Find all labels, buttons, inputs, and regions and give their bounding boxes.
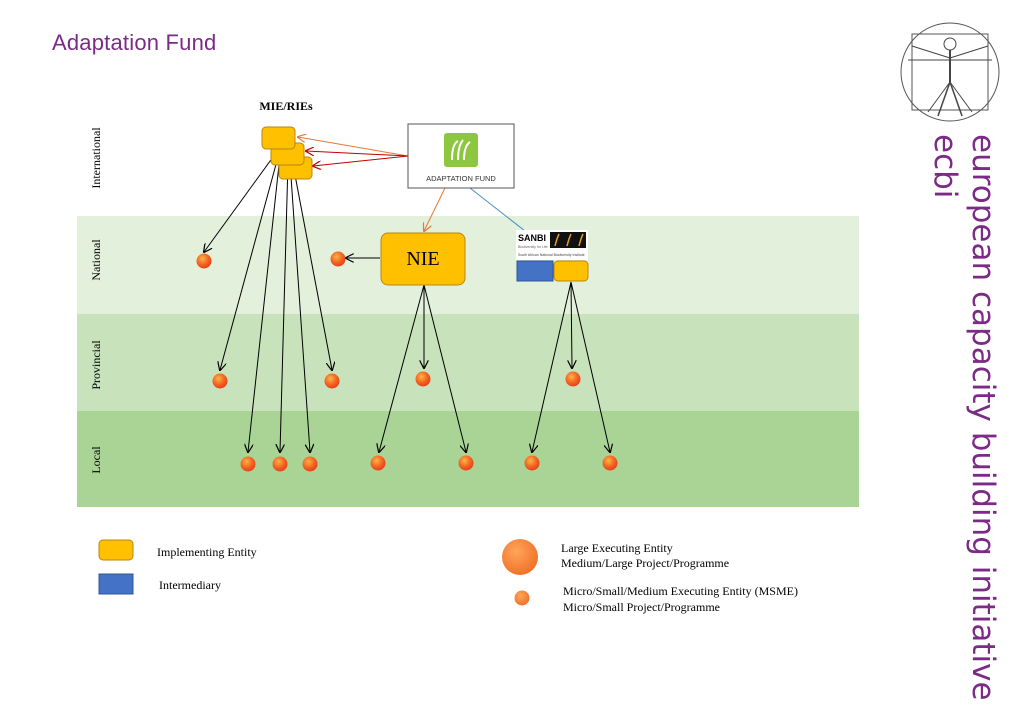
nie-label: NIE: [406, 248, 439, 270]
mie-heading: MIE/RIEs: [259, 99, 313, 113]
band-provincial: [77, 314, 859, 411]
adaptation-fund-label: ADAPTATION FUND: [426, 174, 496, 183]
msme-dot: [458, 455, 474, 471]
sanbi-subtitle: South African National Biodiversity Inst…: [518, 253, 585, 257]
sanbi-intermediary-box: [516, 260, 554, 282]
legend-msme-dot: [514, 590, 530, 606]
msme-dot: [324, 373, 340, 389]
msme-dot: [302, 456, 318, 472]
legend-implementing-label: Implementing Entity: [157, 545, 257, 559]
sanbi-tagline: Biodiversity for Life: [518, 245, 548, 249]
band-national: [77, 216, 859, 314]
slide-title: Adaptation Fund: [52, 30, 217, 55]
msme-dot: [602, 455, 618, 471]
msme-dots: [196, 251, 618, 472]
sanbi-logo: SANBI Biodiversity for Life South Africa…: [516, 230, 588, 260]
legend-implementing-swatch: [98, 539, 134, 561]
legend-large-entity-dot: [502, 539, 538, 575]
msme-dot: [565, 371, 581, 387]
sanbi-implementing-box: [553, 260, 589, 282]
legend-msme-line1: Micro/Small/Medium Executing Entity (MSM…: [563, 584, 798, 598]
msme-dot: [240, 456, 256, 472]
level-label-local: Local: [89, 446, 103, 474]
legend-msme-line2: Micro/Small Project/Programme: [563, 600, 720, 614]
msme-dot: [330, 251, 346, 267]
level-label-provincial: Provincial: [89, 340, 103, 390]
level-label-international: International: [89, 127, 103, 189]
vitruvian-man-logo: [898, 20, 1002, 124]
adaptation-fund-logo-icon: [444, 133, 478, 167]
mie-box-1: [261, 126, 296, 150]
sanbi-name: SANBI: [518, 233, 546, 243]
legend-large-line1: Large Executing Entity: [561, 541, 673, 555]
msme-dot: [524, 455, 540, 471]
legend-intermediary-label: Intermediary: [159, 578, 221, 592]
level-label-national: National: [89, 239, 103, 281]
msme-dot: [272, 456, 288, 472]
nie-box: [380, 232, 466, 286]
msme-dot: [415, 371, 431, 387]
msme-dot: [196, 253, 212, 269]
msme-dot: [370, 455, 386, 471]
legend-intermediary-swatch: [98, 573, 134, 595]
msme-dot: [212, 373, 228, 389]
adaptation-fund-box: ADAPTATION FUND: [407, 123, 515, 189]
legend-large-line2: Medium/Large Project/Programme: [561, 556, 729, 570]
